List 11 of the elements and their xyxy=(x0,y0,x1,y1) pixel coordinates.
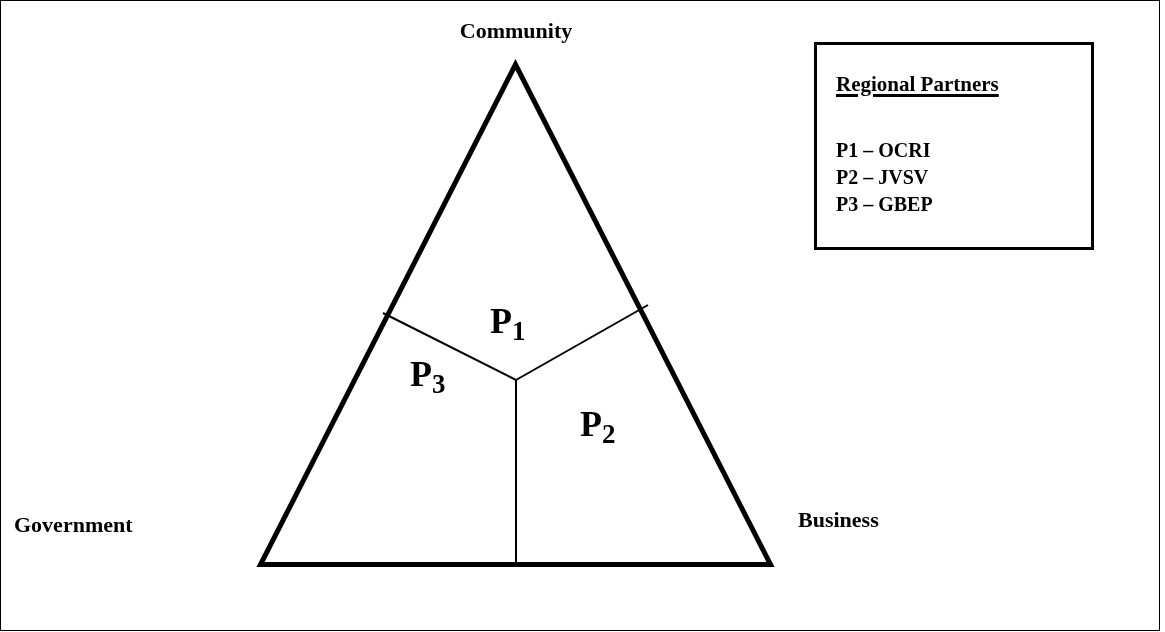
vertex-label: Community xyxy=(459,17,573,45)
partner-label: P$_{2}$ xyxy=(580,406,616,442)
partner-label: P$_{1}$ xyxy=(490,303,526,339)
vertex-label: Government xyxy=(14,511,133,539)
legend-entry: P1 – OCRI xyxy=(836,137,931,163)
legend-box xyxy=(814,42,1094,250)
legend-entry: P3 – GBEP xyxy=(836,191,933,217)
partner-label: P$_{3}$ xyxy=(410,356,446,392)
vertex-label: Business xyxy=(798,506,879,534)
legend-entry: P2 – JVSV xyxy=(836,164,929,190)
legend-heading: Regional Partners xyxy=(836,71,999,98)
